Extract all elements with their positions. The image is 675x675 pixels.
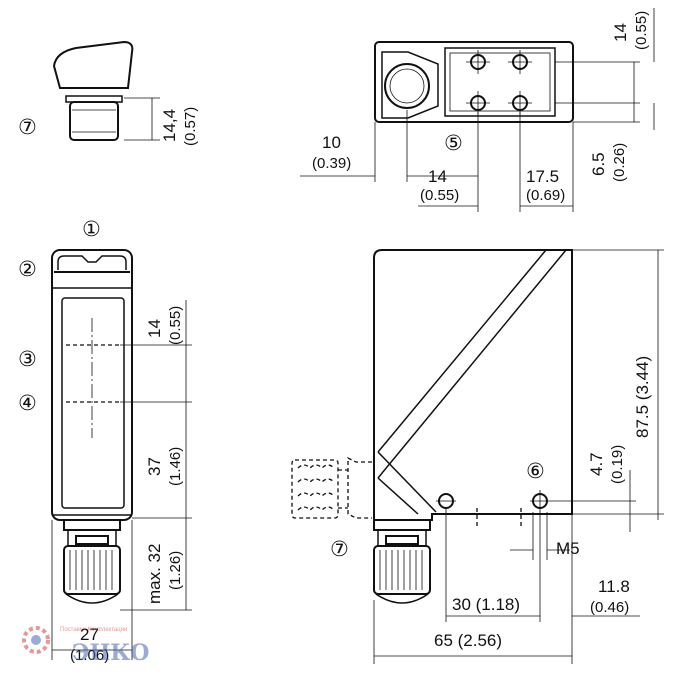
dim-30: 30 (1.18) [452,595,520,614]
mounting-holes-top [466,50,532,115]
dim-87-5: 87.5 (3.44) [633,356,652,438]
connector-phantom [291,456,372,519]
dim-4-7-inch: (0.19) [609,445,626,484]
dim-27: 27 [80,625,99,644]
dim-11-8-inch: (0.46) [590,599,629,616]
dim-14-top: 14 [611,23,630,42]
gear-icon [22,626,50,654]
watermark-brand: ЭНКО [72,640,149,666]
callout-7-bottom: ⑦ [330,537,349,561]
front-view: 14 (0.55) 37 (1.46) max. 32 (1.26) 27 (1… [18,217,192,664]
callout-7-top: ⑦ [18,115,37,139]
dim-max-32-inch: (1.26) [167,551,184,590]
dim-14-front: 14 [145,319,164,338]
top-view: 14 (0.55) 6.5 (0.26) 10 (0.39) 14 (0.55)… [300,8,655,212]
callout-5: ⑤ [444,131,463,155]
watermark-tagline: Поставки Комплектации [60,627,127,633]
dim-14-front-inch: (0.55) [167,306,184,345]
dim-10-inch: (0.39) [312,155,351,172]
dim-m5: M5 [556,539,580,558]
connector-side-view: 14,4 (0.57) ⑦ [18,40,199,146]
dim-37-inch: (1.46) [167,447,184,486]
dim-10: 10 [322,133,341,152]
dim-6-5: 6.5 [589,152,608,176]
knurl-side [379,550,423,590]
callout-6: ⑥ [526,459,545,483]
watermark: Поставки Комплектации ЭНКО [22,626,149,666]
dim-14-mid: 14 [428,167,447,186]
dim-17-5-inch: (0.69) [526,187,565,204]
callout-3: ③ [18,347,37,371]
dim-17-5: 17.5 [526,167,559,186]
dim-6-5-inch: (0.26) [611,143,628,182]
callout-1: ① [82,217,101,241]
dim-11-8: 11.8 [598,577,630,596]
dim-27-inch: (1.06) [70,647,109,664]
dim-37: 37 [145,457,164,476]
callout-4: ④ [18,391,37,415]
side-view: 87.5 (3.44) 4.7 (0.19) M5 11.8 (0.46) 30… [291,249,664,664]
callout-2: ② [18,257,37,281]
dim-14-mid-inch: (0.55) [420,187,459,204]
dim-max-32: max. 32 [145,544,164,604]
dim-14-4: 14,4 [160,109,179,142]
dim-4-7: 4.7 [587,452,606,476]
knurl-front [69,550,113,590]
dim-14-4-inch: (0.57) [182,107,199,146]
dim-65: 65 (2.56) [434,631,502,650]
dim-14-top-inch: (0.55) [633,11,650,50]
